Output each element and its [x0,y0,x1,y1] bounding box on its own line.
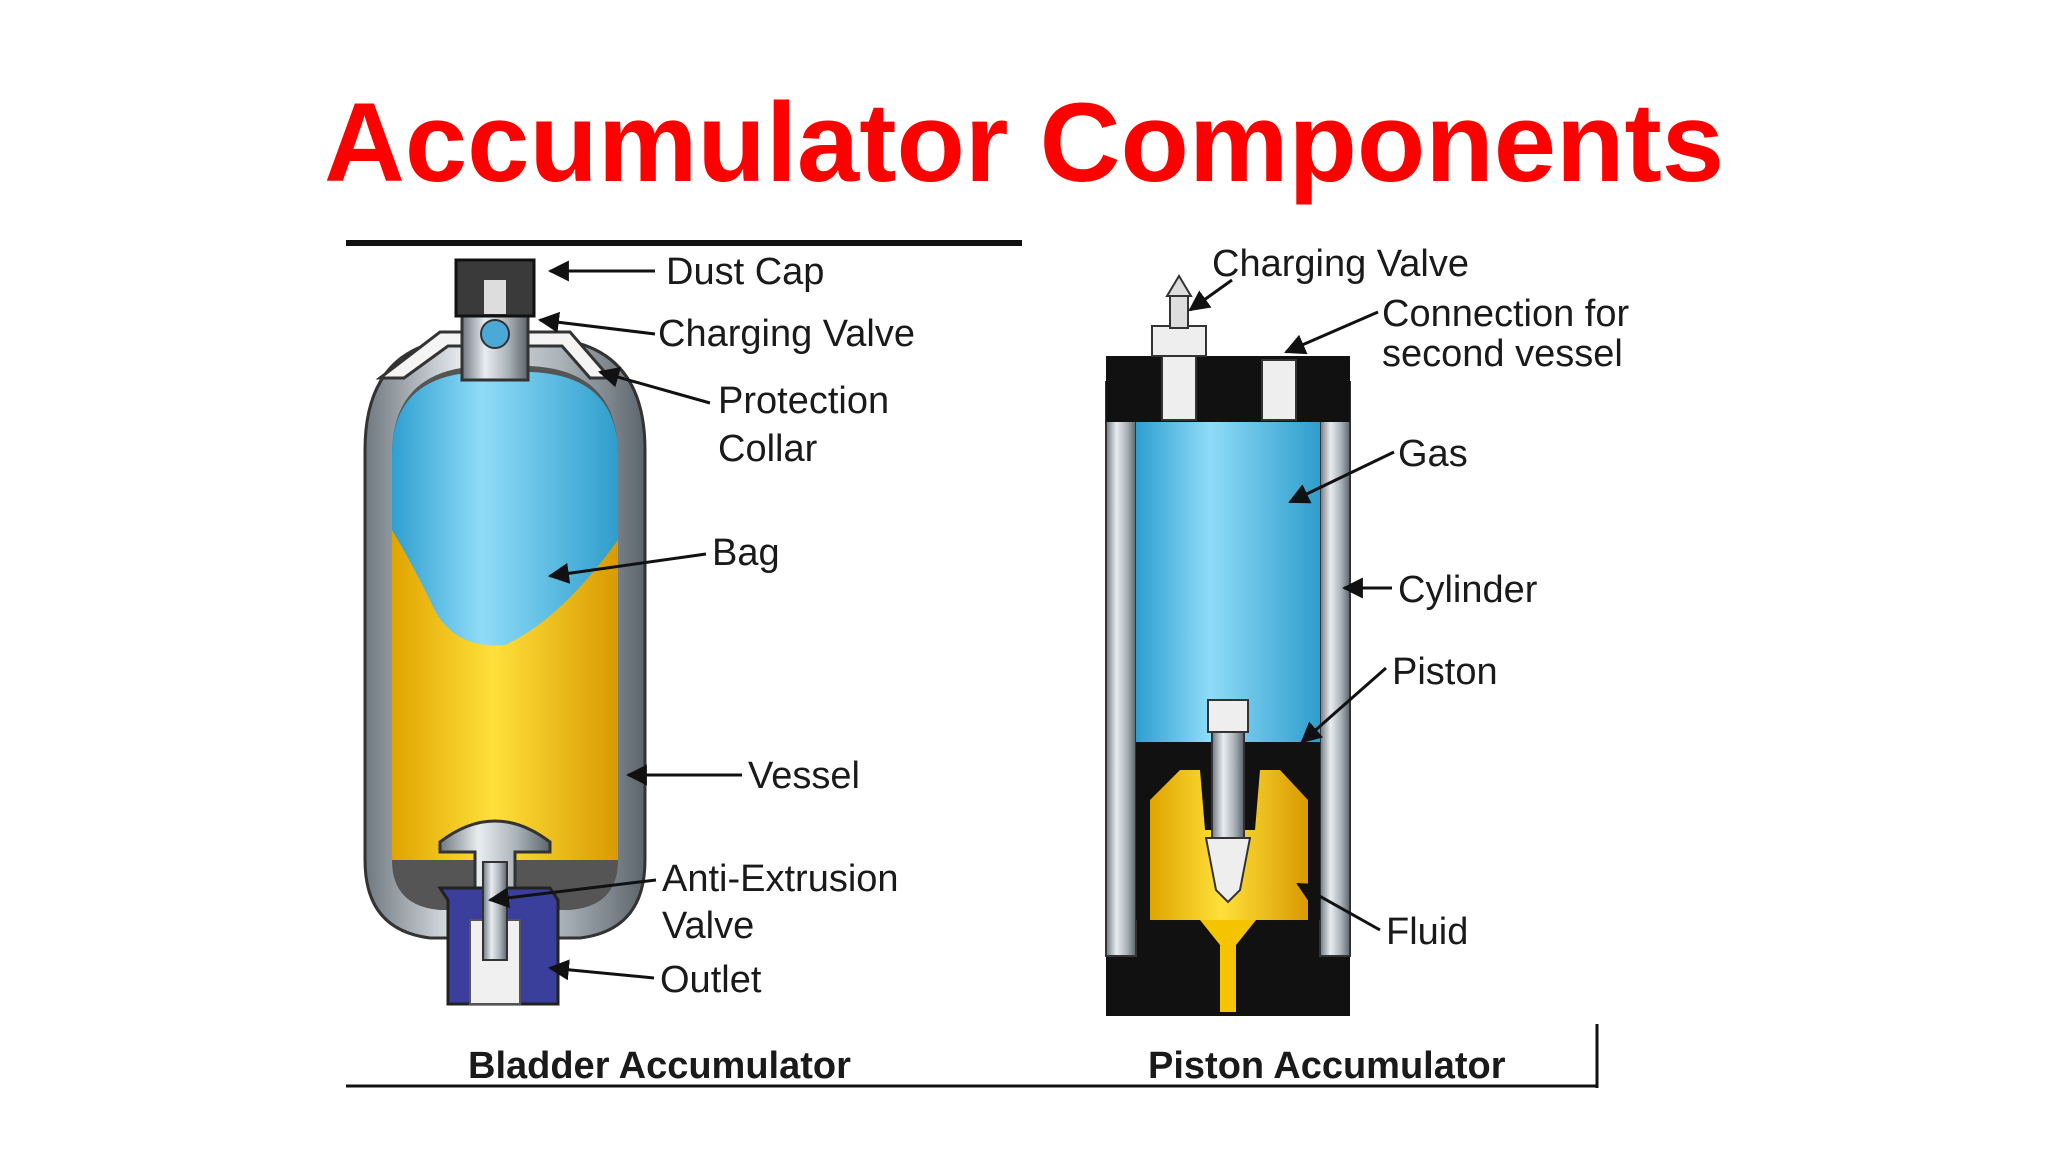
label-valve: Valve [662,905,754,947]
label-bag: Bag [712,532,780,574]
label-vessel: Vessel [748,755,860,797]
label-outlet: Outlet [660,959,762,1001]
cylinder-wall-right [1319,381,1351,957]
caption-piston: Piston Accumulator [1148,1045,1506,1087]
gas-chamber [1136,420,1320,742]
slide-title: Accumulator Components [323,80,1725,205]
label-anti-extrusion: Anti-Extrusion [662,858,899,900]
label-charging-valve-piston: Charging Valve [1212,243,1469,285]
label-charging-valve-bladder: Charging Valve [658,313,915,355]
label-second-vessel: second vessel [1382,333,1623,375]
piston-arrows [1188,278,1395,932]
piston-accumulator [1105,274,1351,1016]
caption-bladder: Bladder Accumulator [468,1045,851,1087]
label-gas: Gas [1398,433,1468,475]
label-fluid: Fluid [1386,911,1468,953]
label-cylinder: Cylinder [1398,569,1538,611]
label-protection: Protection [718,380,889,422]
label-collar: Collar [718,428,818,470]
label-piston: Piston [1392,651,1498,693]
label-connection: Connection for [1382,293,1629,335]
bladder-arrows [487,260,742,981]
top-cap [1106,356,1350,422]
label-dust-cap: Dust Cap [666,251,824,293]
cylinder-wall-left [1105,381,1137,957]
